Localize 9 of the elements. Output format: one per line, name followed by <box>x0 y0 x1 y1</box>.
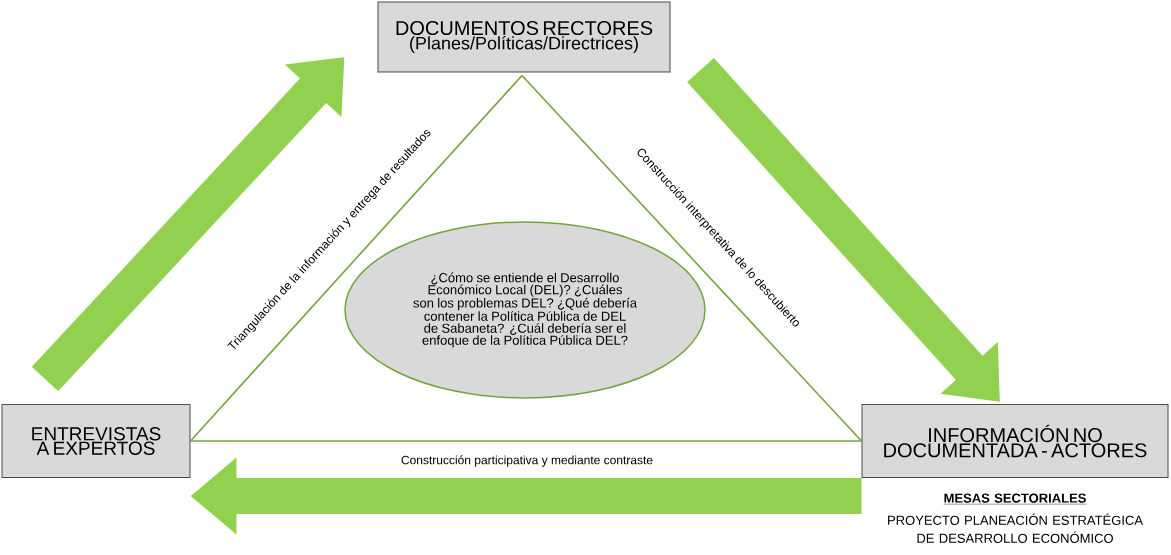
heading-text: MESAS SECTORIALES <box>943 493 1087 505</box>
process-box: INFORMACIÓN NO DOCUMENTADA - ACTORES <box>861 404 1169 478</box>
connector-line <box>189 440 863 442</box>
note-text: PROYECTO PLANEACIÓN ESTRATÉGICA DE DESARROLLO ECONÓMICO <box>888 513 1143 543</box>
process-box: DOCUMENTOS RECTORES (Planes/Políticas/Directrices) <box>377 1 671 73</box>
edge-label: Construcción participativa y mediante contraste <box>401 455 653 467</box>
connector-line <box>189 74 523 442</box>
connector-line <box>521 74 863 442</box>
process-box: ENTREVISTAS A EXPERTOS <box>1 404 191 478</box>
